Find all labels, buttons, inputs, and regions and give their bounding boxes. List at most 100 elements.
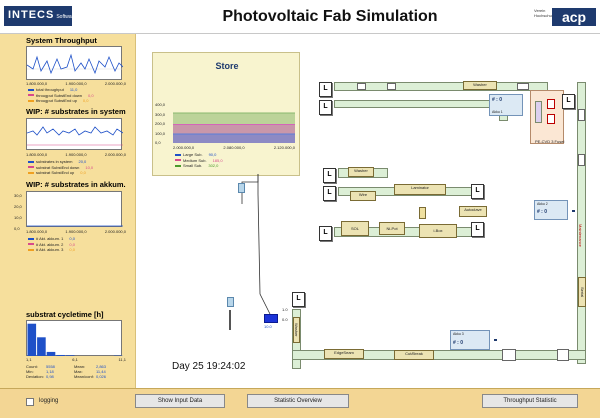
carrier-cell[interactable] <box>578 109 585 121</box>
legend-item: Medium Sub.185,0 <box>175 158 223 164</box>
station-washer-mid[interactable]: Washer <box>348 167 374 177</box>
akku-label: Akku 2 <box>537 202 548 206</box>
legend-swatch <box>28 160 34 163</box>
station-label: SOL <box>350 226 359 231</box>
intecs-logo-text: INTECS <box>8 9 55 21</box>
load-station-lower-right[interactable]: L <box>471 222 484 237</box>
legend-value: 0,0 <box>82 98 89 103</box>
stat-label: Mean: <box>74 364 86 369</box>
laminator-feed[interactable] <box>419 207 426 219</box>
legend-label: througput SubstEnd down <box>36 92 83 98</box>
carrier-cell[interactable] <box>517 83 529 90</box>
akku-1[interactable]: # : 0 Akku 1 <box>489 94 523 116</box>
legend-swatch <box>28 237 34 240</box>
load-station-top-left[interactable]: L <box>319 82 332 97</box>
cycletime-title: substrat cycletime [h] <box>26 310 104 319</box>
wip-series-system <box>26 126 124 136</box>
throughput-series-total <box>26 53 124 75</box>
station-laminator[interactable]: Laminator <box>394 184 446 195</box>
throughput-statistic-button[interactable]: Throughput Statistic <box>482 394 578 408</box>
station-wire[interactable]: Wire <box>350 191 376 201</box>
station-serial[interactable]: Serial <box>578 277 586 307</box>
tick-label: 2.120.000,0 <box>273 145 295 150</box>
tick-label: 1.800.000,0 <box>26 229 48 234</box>
stat-value: 0,026 <box>96 374 107 379</box>
show-input-data-button[interactable]: Show Input Data <box>135 394 225 408</box>
load-station-top-left-2[interactable]: L <box>319 100 332 115</box>
carrier-cell[interactable] <box>502 349 516 361</box>
station-ni-pot[interactable]: Ni-Pot <box>379 222 405 235</box>
statistic-overview-button[interactable]: Statistic Overview <box>247 394 349 408</box>
pe-cvd-slot[interactable] <box>547 114 555 124</box>
store-chart: Store 400,0 300,0 200,0 100,0 0,0 2.000.… <box>152 52 300 176</box>
akku-count: # : 0 <box>453 340 464 346</box>
legend-label: total throughput <box>36 87 64 92</box>
station-washer-left[interactable]: Washer <box>293 317 300 343</box>
cycletime-plot <box>27 323 123 356</box>
legend-value: 0,0 <box>80 170 86 175</box>
lift-unit-icon[interactable] <box>238 183 245 193</box>
tick-label: 1.900.000,0 <box>65 152 87 157</box>
loader-unit-icon[interactable] <box>227 297 234 307</box>
legend-label: Large Sub. <box>183 152 203 157</box>
station-label: Autoclave <box>464 207 482 212</box>
tick-label: 200,0 <box>155 121 166 126</box>
top-conveyor <box>334 82 548 91</box>
throughput-plot <box>26 53 124 75</box>
station-i-box[interactable]: i-Box <box>419 224 457 238</box>
load-station-mid[interactable]: L <box>323 168 336 183</box>
legend-swatch <box>175 159 181 162</box>
load-station-mid-right[interactable]: L <box>471 184 484 199</box>
legend-swatch <box>28 171 34 174</box>
tick-label: 0,0 <box>14 226 20 231</box>
acp-logo-word: acp <box>552 8 596 26</box>
pe-cvd-label: PE-CVD 3 Fusel <box>535 139 565 144</box>
stat-label: Count: <box>26 364 38 369</box>
load-station-lower-left[interactable]: L <box>319 226 332 241</box>
wip-akkum-title: WIP: # substrates in akkum. <box>26 180 126 189</box>
legend-value: 11,0 <box>69 87 78 92</box>
legend-value: 185,0 <box>212 157 223 163</box>
akku-count: # : 0 <box>537 209 548 215</box>
station-sol[interactable]: SOL <box>341 221 369 236</box>
stat-value: 2,863 <box>96 364 107 369</box>
legend-item: substrat SubstEnd up 0,0 <box>28 170 93 176</box>
station-washer-top[interactable]: Washer <box>463 81 497 90</box>
carrier-cell[interactable] <box>387 83 396 90</box>
histogram-bar <box>56 354 65 356</box>
logging-checkbox[interactable] <box>26 398 34 406</box>
station-edge-seam[interactable]: EdgeSeam <box>324 349 364 359</box>
load-station-right-top[interactable]: L <box>562 94 575 109</box>
carrier-cell[interactable] <box>557 349 569 361</box>
legend-value: 90,0 <box>208 152 217 157</box>
legend-label: substrat SubstEnd up <box>36 170 75 175</box>
tick-label: 1.900.000,0 <box>65 81 87 86</box>
tick-label: 0,0 <box>155 140 161 145</box>
tick-label: 300,0 <box>155 111 166 117</box>
tick-label: 10,0 <box>14 215 22 220</box>
station-cut-break[interactable]: Cut/Break <box>394 350 434 360</box>
substrate-cart[interactable] <box>264 314 278 323</box>
cycletime-histogram <box>26 320 123 356</box>
station-autoclave[interactable]: Autoclave <box>459 206 487 217</box>
load-station-mid-2[interactable]: L <box>323 186 336 201</box>
akku-2[interactable]: # : 0 Akku 2 <box>534 200 568 220</box>
carrier-cell[interactable] <box>357 83 366 90</box>
station-label: EdgeSeam <box>334 350 354 355</box>
simulation-canvas[interactable]: Store 400,0 300,0 200,0 100,0 0,0 2.000.… <box>137 34 600 388</box>
throughput-legend: total throughput 11,0 througput SubstEnd … <box>28 87 94 104</box>
histogram-bar <box>27 323 37 356</box>
pe-cvd-slot[interactable] <box>547 99 555 109</box>
carrier-cell[interactable] <box>578 154 585 166</box>
load-station-bottom-left[interactable]: L <box>292 292 305 307</box>
akku-3[interactable]: # : 0 Akku 3 <box>450 330 490 350</box>
station-label: Laminator <box>411 185 429 190</box>
store-yticks: 400,0 300,0 200,0 100,0 0,0 <box>155 100 165 148</box>
